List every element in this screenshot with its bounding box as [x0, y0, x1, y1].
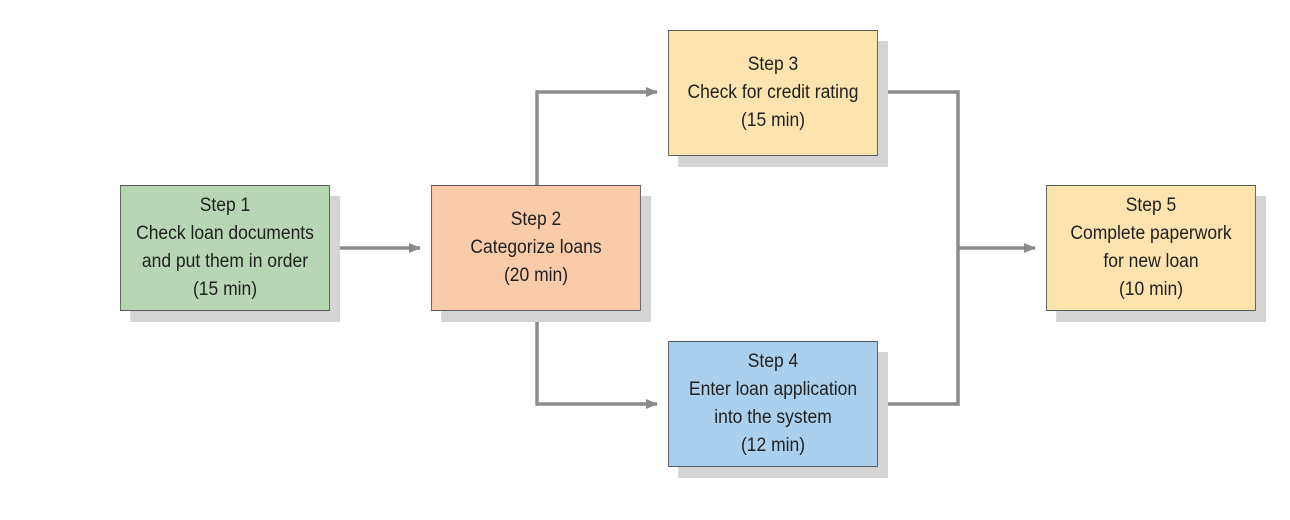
step-1-box: Step 1 Check loan documents and put them…: [120, 185, 330, 311]
step-5-desc-line-1: Complete paperwork: [1070, 223, 1232, 244]
step-2-desc-line-1: Categorize loans: [470, 237, 602, 258]
step-4-box: Step 4 Enter loan application into the s…: [668, 341, 878, 467]
step-5-box: Step 5 Complete paperwork for new loan (…: [1046, 185, 1256, 311]
step-5-title: Step 5: [1125, 195, 1177, 216]
step-5-desc-line-2: for new loan: [1103, 251, 1199, 272]
step-3-box: Step 3 Check for credit rating (15 min): [668, 30, 878, 156]
step-4-desc-line-1: Enter loan application: [688, 379, 858, 400]
edge-step4-to-merge: [887, 248, 960, 406]
edge-step2-to-step3: [535, 87, 658, 185]
step-2-title: Step 2: [510, 209, 562, 230]
step-4-duration: (12 min): [740, 435, 806, 456]
step-4-desc-line-2: into the system: [714, 407, 832, 428]
step-1-duration: (15 min): [192, 279, 258, 300]
step-2-duration: (20 min): [503, 265, 569, 286]
step-2-box: Step 2 Categorize loans (20 min): [431, 185, 641, 311]
step-3-duration: (15 min): [740, 110, 806, 131]
edge-step3-to-merge: [887, 90, 960, 248]
step-1-desc-line-1: Check loan documents: [136, 223, 314, 244]
step-5-duration: (10 min): [1118, 279, 1184, 300]
step-3-title: Step 3: [747, 54, 799, 75]
step-1-desc-line-2: and put them in order: [141, 251, 309, 272]
edge-step2-to-step4: [535, 311, 658, 409]
step-1-title: Step 1: [199, 195, 251, 216]
step-3-desc-line-1: Check for credit rating: [687, 82, 859, 103]
step-4-title: Step 4: [747, 351, 799, 372]
